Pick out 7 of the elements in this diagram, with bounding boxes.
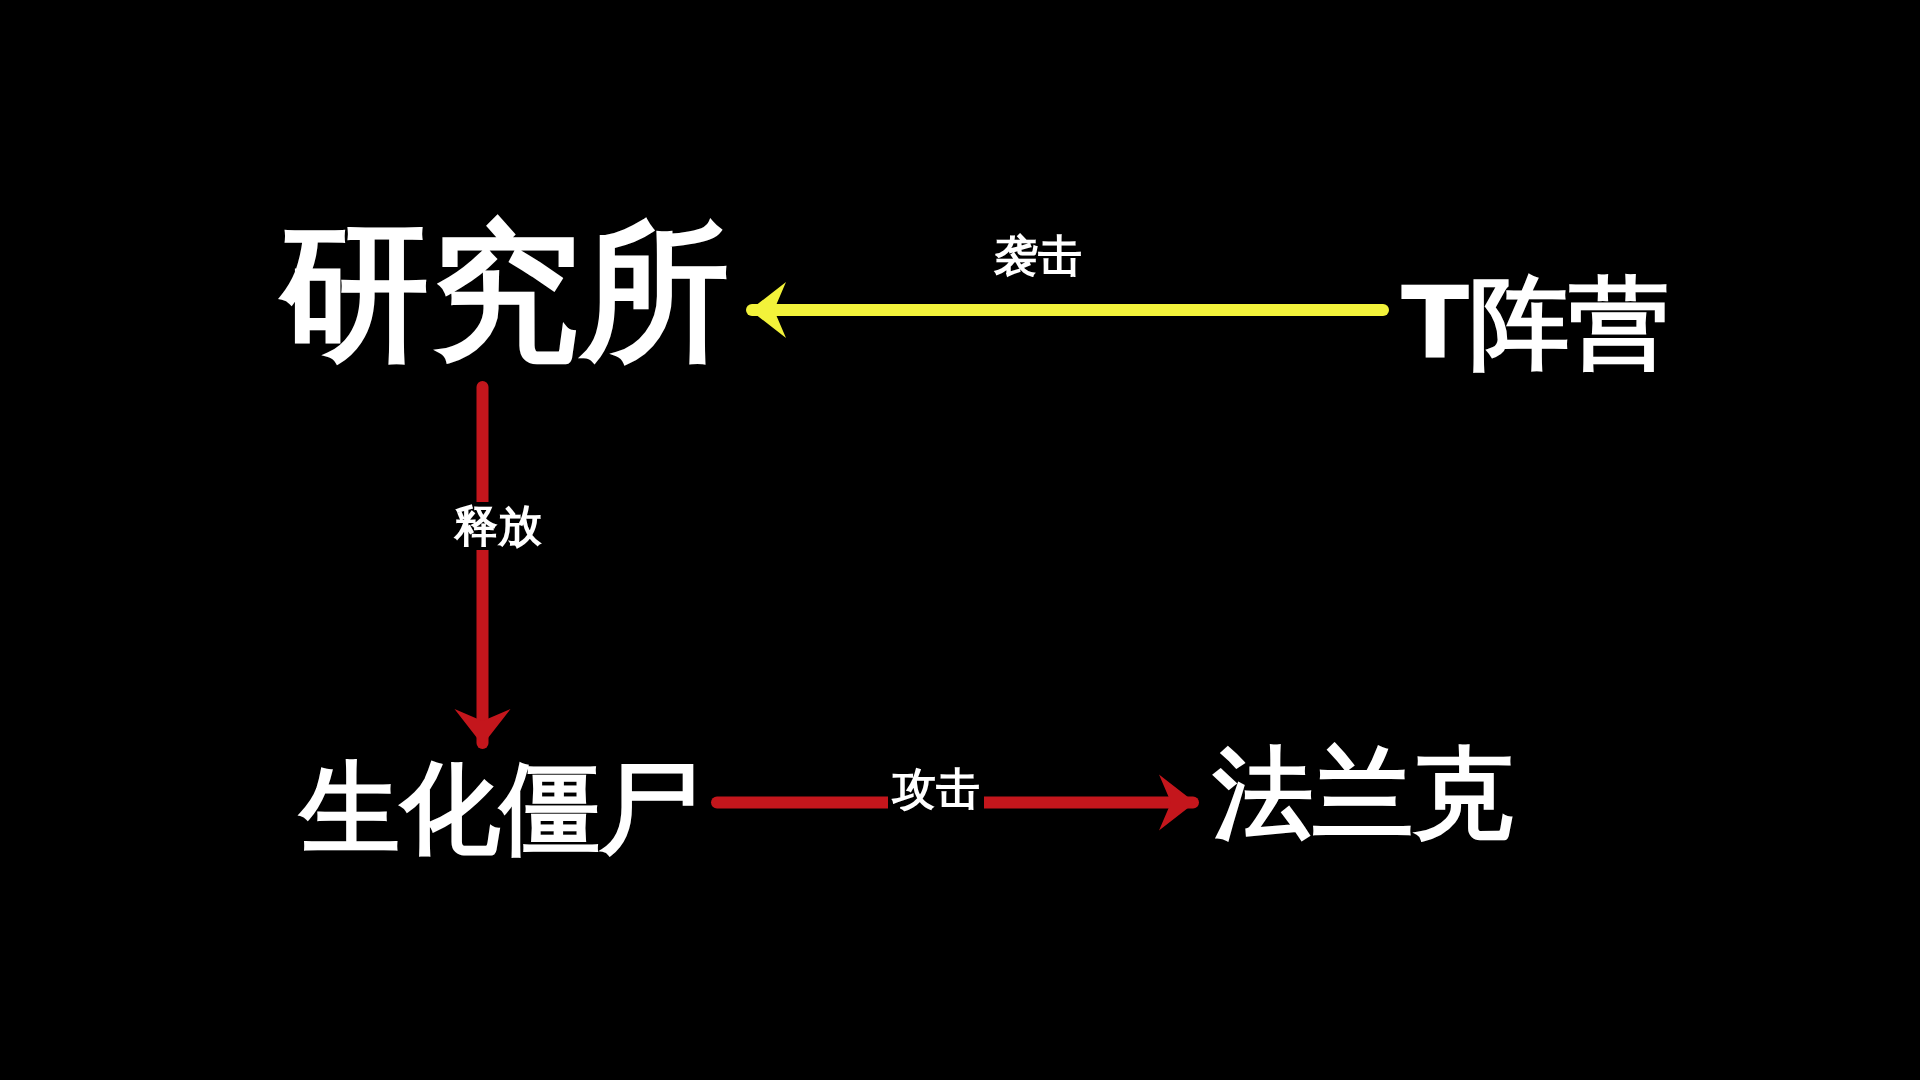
arrow: [454, 381, 511, 749]
node-label: 研究所: [270, 215, 740, 375]
arrow: [746, 282, 1389, 338]
node-label: 法兰克: [1205, 740, 1520, 850]
edge-label: 攻击: [888, 765, 984, 814]
node-label: T阵营: [1395, 270, 1675, 380]
node-label: 生化僵尸: [295, 755, 705, 865]
